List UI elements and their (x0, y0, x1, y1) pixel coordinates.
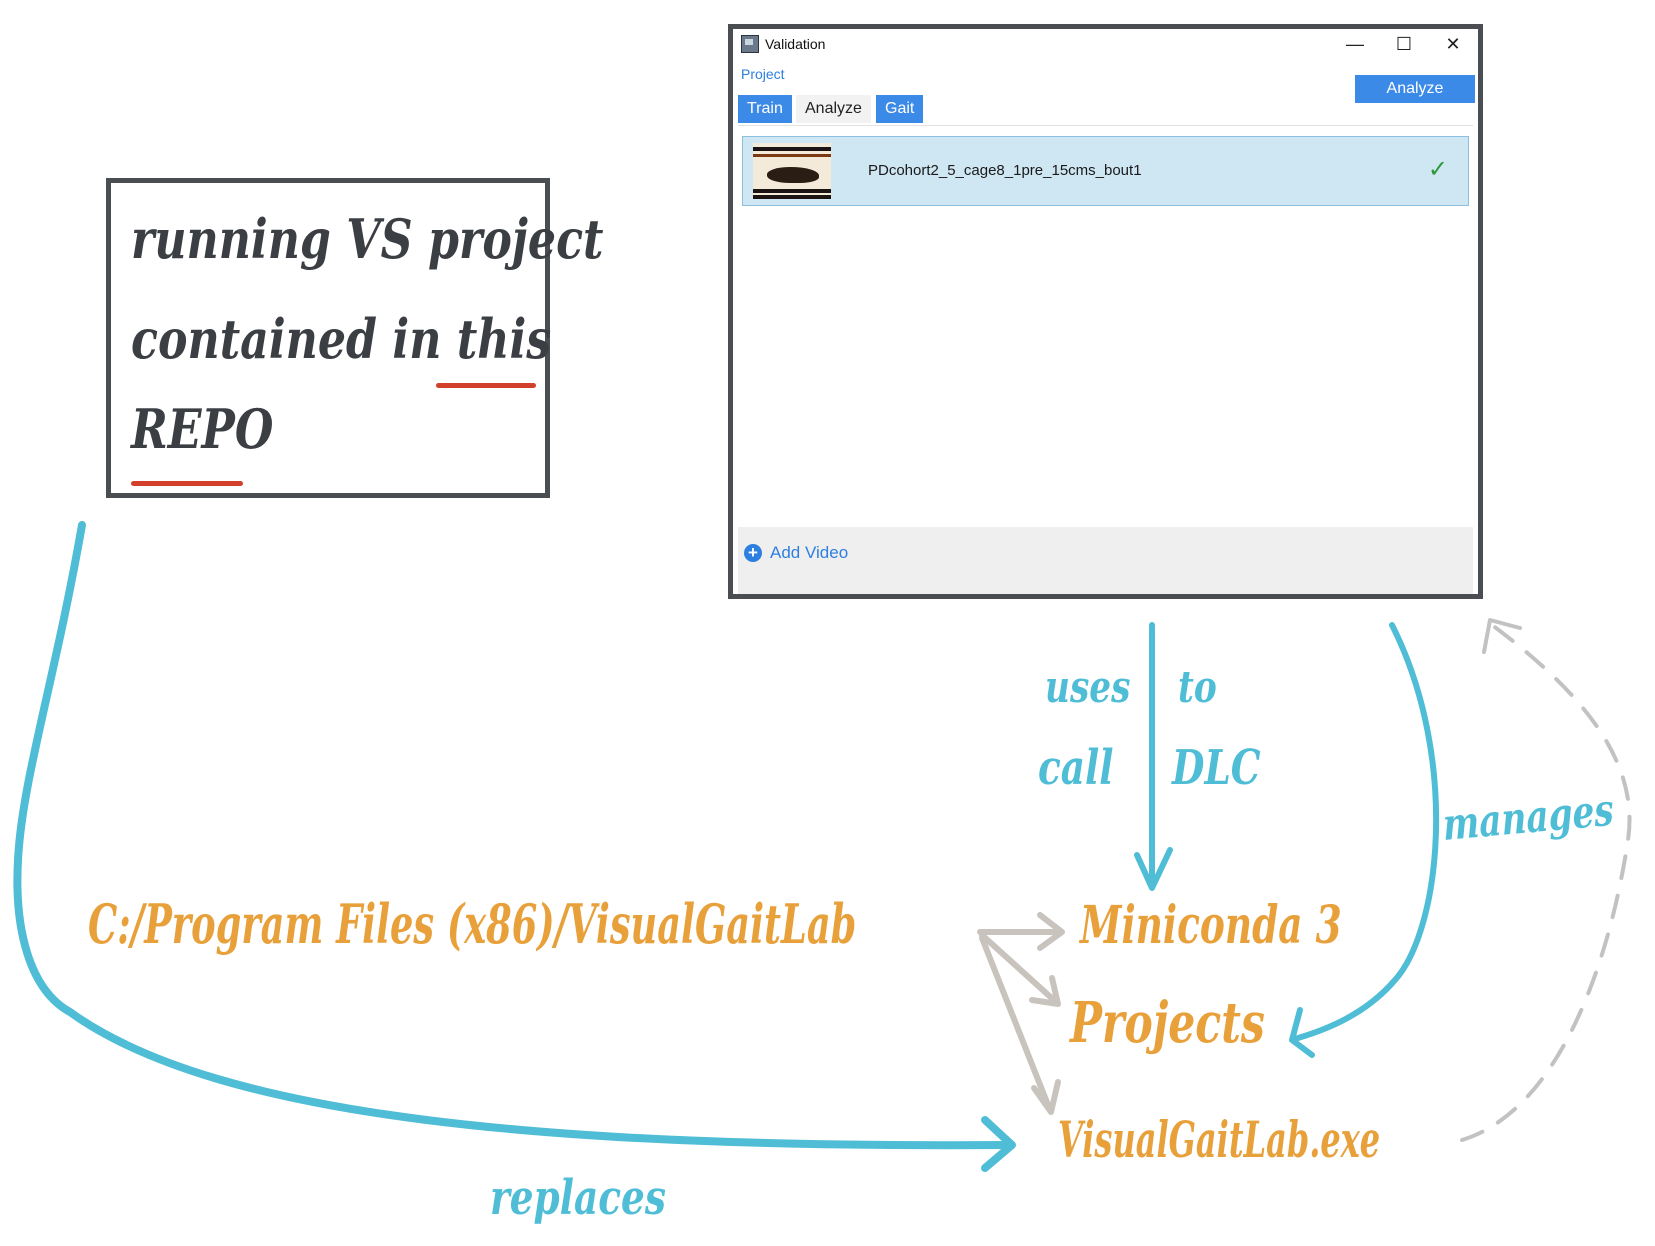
folder-miniconda: Miniconda 3 (1080, 895, 1342, 956)
add-video-label: Add Video (770, 543, 849, 562)
label-dlc: DLC (1172, 740, 1261, 796)
note-line-3: REPO (131, 397, 274, 461)
label-call: call (1038, 740, 1114, 796)
bottom-bar: + Add Video (738, 527, 1473, 594)
list-item[interactable]: PDcohort2_5_cage8_1pre_15cms_bout1 ✓ (742, 136, 1469, 206)
menu-project[interactable]: Project (741, 66, 785, 82)
app-icon (741, 35, 759, 53)
replaces-arrow (13, 521, 1014, 1150)
note-line-2: contained in this (131, 307, 552, 371)
validation-window: Validation — ☐ ✕ Project Train Analyze G… (728, 24, 1483, 599)
video-thumbnail (753, 143, 831, 199)
repo-underline (131, 481, 243, 486)
note-line-1: running VS project (131, 207, 604, 271)
uses-arrowhead (1134, 847, 1173, 891)
analyze-button[interactable]: Analyze (1355, 75, 1475, 103)
root-to-miniconda-arrowhead (1037, 912, 1065, 951)
video-list: PDcohort2_5_cage8_1pre_15cms_bout1 ✓ (738, 125, 1473, 528)
video-name: PDcohort2_5_cage8_1pre_15cms_bout1 (868, 162, 1142, 179)
tab-analyze[interactable]: Analyze (796, 95, 871, 123)
label-uses: uses (1045, 662, 1131, 713)
note-box: running VS project contained in this REP… (106, 178, 603, 498)
window-title: Validation (765, 36, 826, 52)
root-to-projects-arrowhead (1029, 975, 1061, 1007)
replaces-arrowhead (981, 1116, 1016, 1172)
manages-arrowhead (1289, 1007, 1315, 1058)
file-exe: VisualGaitLab.exe (1058, 1110, 1381, 1169)
exe-to-window-dashed-arrow (1460, 620, 1632, 1142)
label-to: to (1178, 662, 1217, 713)
plus-circle-icon: + (744, 544, 762, 562)
maximize-button[interactable]: ☐ (1395, 34, 1413, 54)
root-to-exe-arrowhead (1031, 1079, 1061, 1115)
tab-train[interactable]: Train (738, 95, 792, 123)
manages-arrow (1295, 622, 1440, 1041)
exe-to-window-dashed-arrowhead (1482, 618, 1522, 654)
root-to-projects-arrow (979, 932, 1059, 1005)
folder-root: C:/Program Files (x86)/VisualGaitLab (88, 892, 857, 956)
this-underline (436, 383, 536, 388)
check-icon: ✓ (1427, 156, 1448, 183)
minimize-button[interactable]: — (1346, 34, 1364, 54)
root-to-exe-arrow (979, 935, 1053, 1113)
folder-projects: Projects (1070, 990, 1265, 1056)
title-bar: Validation — ☐ ✕ (733, 29, 1478, 59)
tab-gait[interactable]: Gait (876, 95, 924, 123)
label-replaces: replaces (490, 1170, 666, 1226)
close-button[interactable]: ✕ (1445, 34, 1461, 54)
